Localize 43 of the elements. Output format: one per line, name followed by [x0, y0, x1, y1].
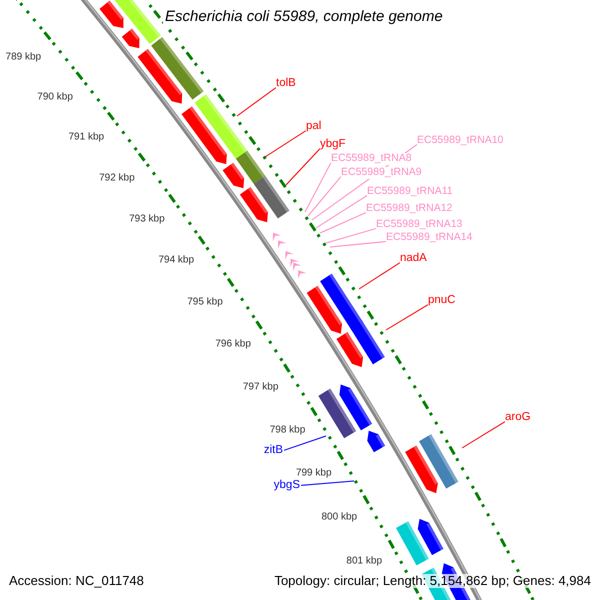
tick-label: 796 kbp [215, 338, 251, 350]
tick-label: 800 kbp [322, 512, 358, 523]
leader-line [264, 130, 306, 158]
gene-label: ybgS [274, 479, 300, 492]
leader-line [316, 195, 368, 228]
gene-label: pnuC [428, 294, 456, 307]
leader-line [236, 87, 276, 116]
gene-label: tolB [276, 77, 296, 90]
leader-line [358, 262, 400, 290]
gene-label: aroG [505, 411, 531, 424]
footer-text: Accession: NC_011748 [9, 574, 144, 588]
tick-label: 795 kbp [187, 296, 223, 308]
title: Escherichia coli 55989, complete genome [163, 9, 445, 26]
leader-line [308, 176, 342, 216]
tick-label: 798 kbp [270, 424, 306, 436]
leader-line [326, 228, 376, 244]
tick-label: 793 kbp [129, 213, 165, 224]
gene-label: pal [306, 120, 322, 133]
leader-line [304, 162, 332, 212]
tick-label: 797 kbp [242, 381, 278, 392]
leader-line [284, 436, 326, 451]
tick-label: 794 kbp [158, 254, 194, 266]
gene-label: nadA [400, 252, 427, 265]
gene-label: ybgF [320, 138, 346, 151]
tick-label: 790 kbp [37, 92, 73, 102]
tick-label: 789 kbp [6, 52, 42, 63]
tick-label: 791 kbp [68, 132, 104, 143]
gene-label: EC55989_tRNA14 [386, 232, 472, 244]
gene-label: EC55989_tRNA12 [366, 203, 452, 215]
leader-line [386, 304, 428, 330]
leader-line [300, 480, 354, 486]
leader-line [320, 212, 366, 234]
tick-label: 799 kbp [296, 468, 332, 479]
gene-label: EC55989_tRNA11 [367, 186, 453, 198]
tick-label: 792 kbp [99, 172, 135, 184]
leader-line [462, 421, 506, 448]
leader-line [286, 148, 320, 186]
gene-label: EC55989_tRNA13 [376, 219, 462, 231]
gene-label: EC55989_tRNA9 [341, 167, 422, 179]
tick-label: 801 kbp [346, 556, 382, 567]
gene-label: EC55989_tRNA10 [417, 135, 504, 147]
gene-label: EC55989_tRNA8 [331, 153, 412, 165]
leader-line [330, 241, 386, 248]
